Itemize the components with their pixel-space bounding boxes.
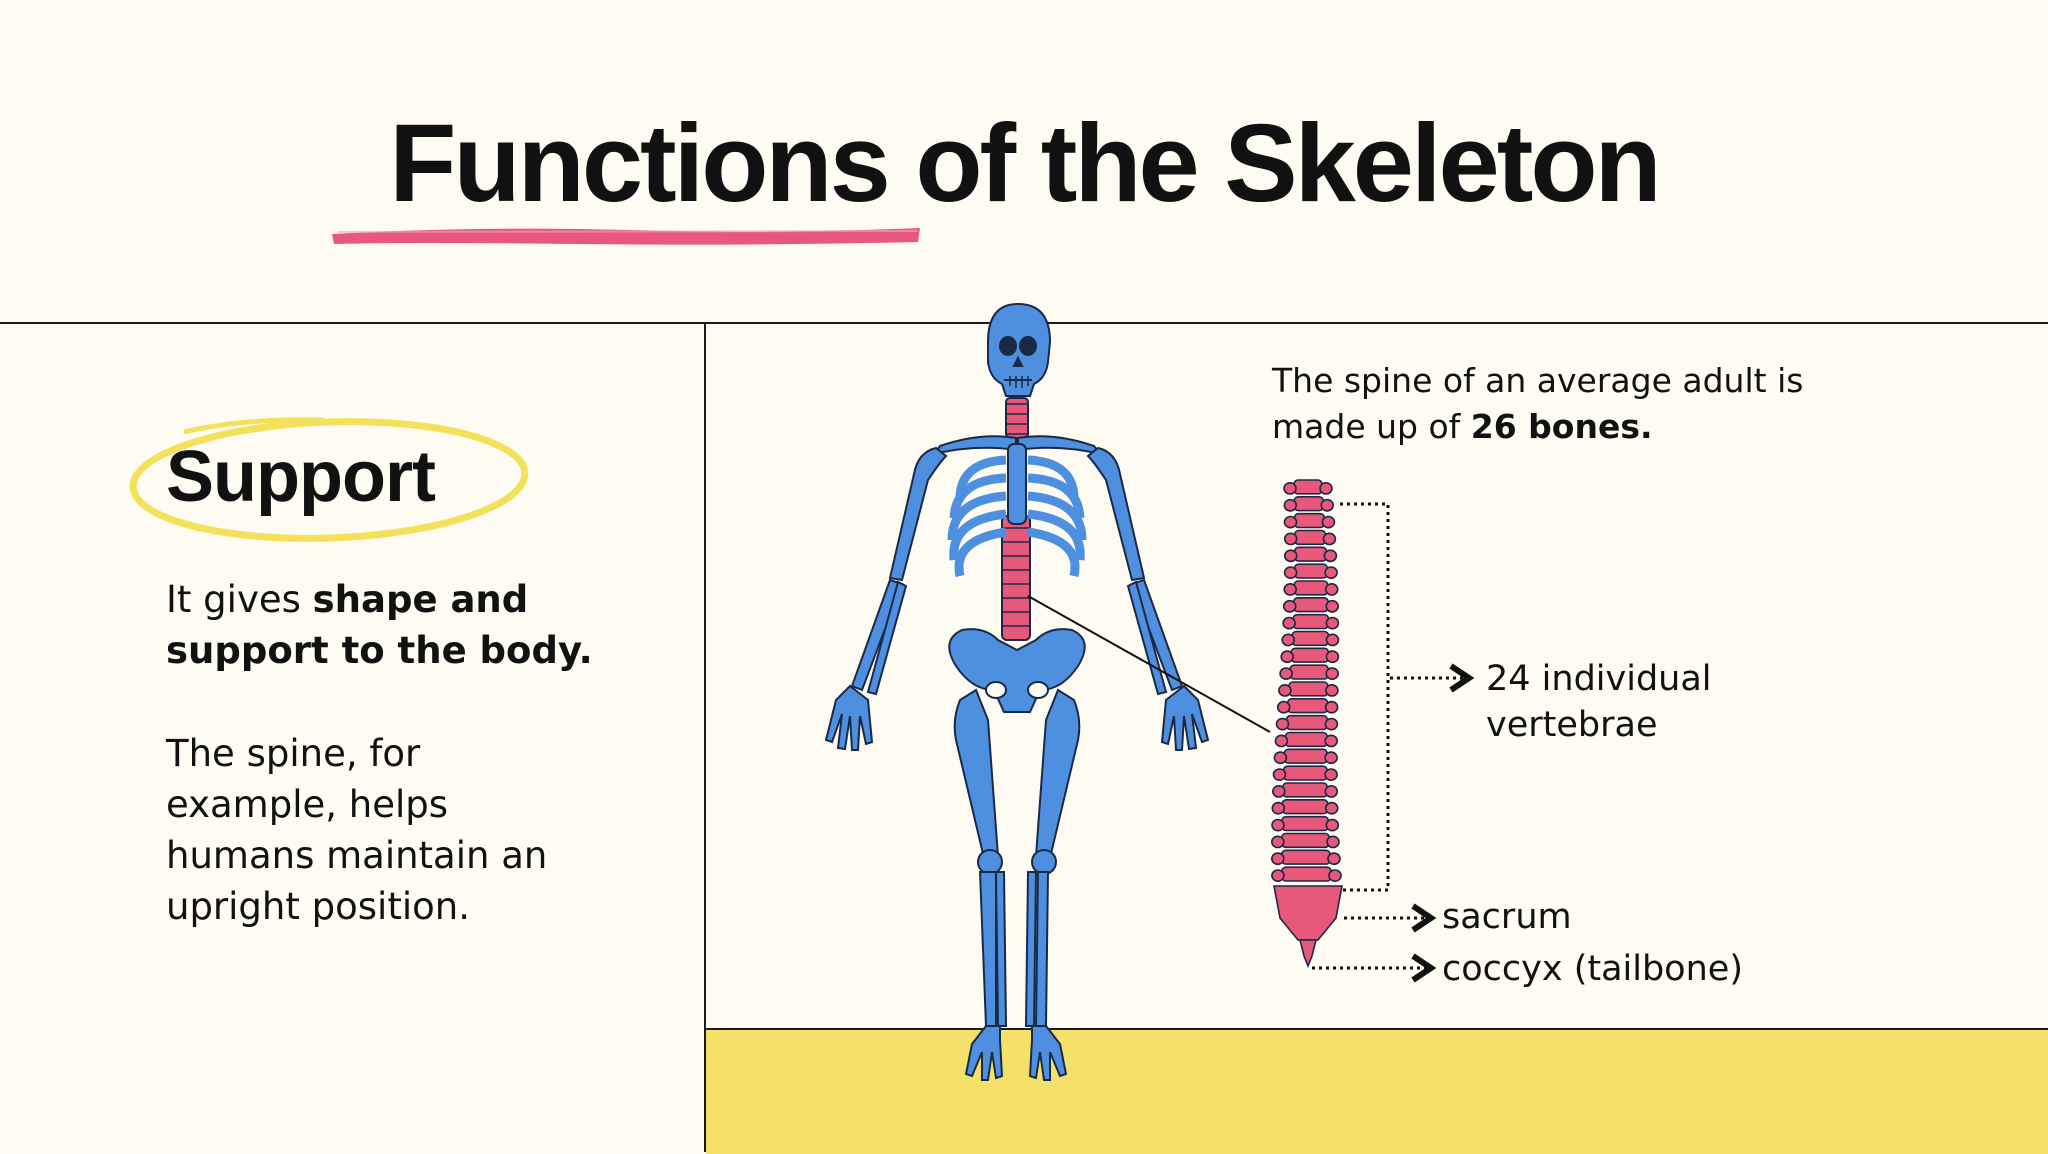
vertebra [1292, 613, 1330, 630]
vertebra-process [1279, 667, 1293, 680]
vertebra-process [1324, 734, 1338, 748]
spine-fact: The spine of an average adult is made up… [1272, 358, 1832, 450]
vertebra-process [1282, 599, 1297, 613]
vertebra [1289, 664, 1329, 680]
skull-icon [987, 302, 1052, 397]
vertebra-process [1271, 801, 1286, 815]
vertebra-process [1282, 616, 1296, 630]
support-intro: It gives shape and support to the body. [166, 574, 646, 676]
vertebra [1281, 815, 1330, 832]
vertebra [1293, 529, 1327, 546]
vertebra-process [1271, 852, 1285, 866]
vertebra-process [1325, 667, 1339, 680]
vertebra-process [1325, 599, 1339, 613]
vertebra-process [1283, 481, 1297, 495]
sacrum-shape [1273, 885, 1343, 941]
vertebra [1285, 714, 1329, 731]
vertebra-process [1325, 633, 1340, 647]
vertebra-process [1324, 566, 1338, 579]
slide-title: Functions of the Skeleton [389, 102, 1662, 225]
vertebra-process [1324, 583, 1339, 596]
figure-spine [1001, 397, 1031, 641]
vertebra-process [1272, 768, 1287, 781]
support-heading: Support [166, 437, 436, 517]
vertebra-process [1273, 751, 1288, 765]
vertebra-process [1272, 785, 1286, 798]
vertebra [1293, 563, 1328, 579]
spine-annotations [1312, 502, 1475, 983]
vertebra-process [1324, 801, 1339, 815]
spine-fact-plain: The spine of an average adult is made up… [1272, 361, 1804, 446]
spine-illustration [1271, 479, 1343, 969]
vertebra [1283, 748, 1328, 764]
vertebra [1281, 832, 1330, 849]
title-underline-stroke [332, 228, 920, 245]
vertebra-process [1319, 481, 1333, 495]
accent-band [706, 1028, 2048, 1154]
support-example: The spine, for example, helps humans mai… [166, 732, 548, 928]
vertebra-process [1320, 498, 1334, 512]
vertebra-process [1283, 549, 1298, 563]
vertebra [1292, 596, 1329, 613]
vertebra-process [1283, 566, 1298, 579]
spine-pointer-line [1027, 595, 1271, 733]
vertebra [1290, 647, 1330, 663]
vertebra-process [1271, 818, 1285, 832]
vertebra-process [1325, 616, 1340, 630]
vertebra [1282, 782, 1329, 798]
support-intro-plain: It gives [166, 578, 313, 621]
vertebra [1293, 546, 1328, 562]
vertebra [1288, 681, 1329, 697]
vertebra-process [1324, 751, 1338, 765]
label-coccyx: coccyx (tailbone) [1442, 949, 1743, 989]
highlight-ring [129, 417, 529, 542]
vertebra-process [1325, 818, 1340, 832]
divider-vertical [704, 322, 706, 1152]
vertebra [1281, 866, 1332, 882]
vertebra-process [1324, 768, 1338, 781]
spine-fact-bold: 26 bones. [1470, 407, 1653, 446]
support-intro-bold: shape and support to the body. [166, 578, 593, 672]
label-sacrum: sacrum [1442, 897, 1572, 937]
vertebra-process [1274, 734, 1289, 748]
vertebra-process [1328, 869, 1342, 882]
vertebra-process [1275, 717, 1290, 731]
vertebra-process [1326, 835, 1340, 849]
vertebra [1281, 798, 1329, 815]
vertebra [1293, 580, 1329, 596]
vertebra-process [1325, 684, 1339, 697]
vertebra-process [1271, 869, 1285, 882]
vertebra-process [1283, 515, 1298, 529]
vertebra-process [1324, 700, 1339, 714]
vertebra-process [1278, 684, 1292, 697]
vertebra-process [1323, 549, 1338, 563]
vertebra-process [1327, 852, 1341, 866]
skeleton-illustration [824, 302, 1210, 1081]
vertebra [1286, 697, 1329, 714]
vertebra [1284, 731, 1329, 748]
vertebra [1291, 630, 1330, 647]
rib-cage [947, 455, 1087, 577]
vertebra-process [1325, 650, 1340, 664]
vertebra-process [1324, 785, 1339, 798]
vertebra-process [1276, 700, 1291, 714]
vertebra-process [1322, 532, 1337, 546]
vertebra [1293, 512, 1326, 529]
vertebra-process [1281, 633, 1295, 647]
vertebra-process [1280, 650, 1294, 664]
vertebra-process [1283, 583, 1297, 596]
vertebra-process [1271, 835, 1285, 849]
vertebra [1293, 495, 1325, 512]
label-vertebrae: 24 individual vertebrae [1486, 659, 1712, 745]
coccyx-shape [1298, 939, 1318, 969]
vertebra [1282, 765, 1328, 781]
vertebra [1293, 479, 1323, 495]
vertebra-process [1324, 717, 1339, 731]
vertebra [1281, 849, 1331, 865]
vertebra-process [1283, 532, 1298, 546]
vertebra-process [1321, 515, 1336, 529]
vertebra-process [1283, 498, 1298, 512]
